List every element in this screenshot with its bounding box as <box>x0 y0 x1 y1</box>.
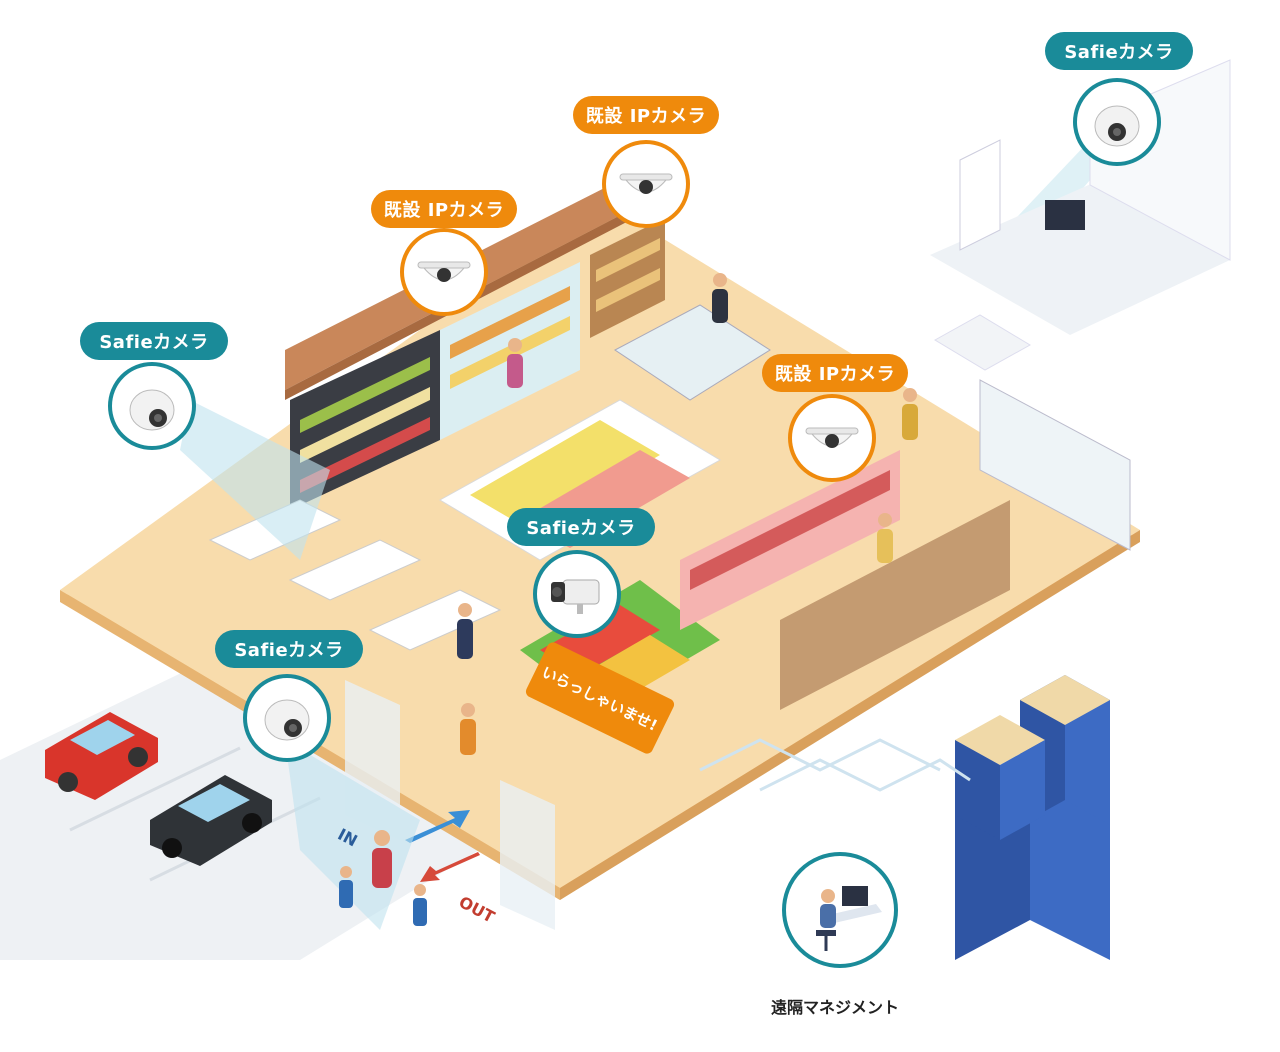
ceiling-dome-camera-icon <box>400 228 488 316</box>
refrigerated-case <box>979 379 1131 551</box>
safie-camera-label-checkout: Safieカメラ <box>80 322 228 360</box>
existing-camera-label-top: 既設 IPカメラ <box>573 96 719 134</box>
remote-management-label: 遠隔マネジメント <box>770 998 899 1017</box>
existing-camera-label-right: 既設 IPカメラ <box>762 354 908 392</box>
remote-operator-icon <box>782 852 898 968</box>
office-stairs <box>934 314 1031 371</box>
safie-camera-label-produce: Safieカメラ <box>507 508 655 546</box>
ceiling-dome-camera-icon <box>602 140 690 228</box>
shoppers <box>339 273 918 926</box>
freezer-island <box>614 304 771 401</box>
deli-counter <box>780 500 1010 710</box>
head-office-building <box>955 675 1110 960</box>
ceiling-dome-camera-icon <box>788 394 876 482</box>
safie-camera-label-office: Safieカメラ <box>1045 32 1193 70</box>
red-car <box>45 712 158 800</box>
box-camera-icon <box>533 550 621 638</box>
view-cone-left <box>180 400 330 560</box>
parking-lot <box>0 640 560 960</box>
network-line <box>699 738 941 772</box>
existing-camera-label-left: 既設 IPカメラ <box>371 190 517 228</box>
safie-camera-label-entrance: Safieカメラ <box>215 630 363 668</box>
in-arrow <box>405 810 470 843</box>
dome-camera-icon <box>1073 78 1161 166</box>
dome-camera-icon <box>243 674 331 762</box>
dome-camera-icon <box>108 362 196 450</box>
black-car <box>150 775 272 866</box>
out-arrow <box>420 852 480 882</box>
